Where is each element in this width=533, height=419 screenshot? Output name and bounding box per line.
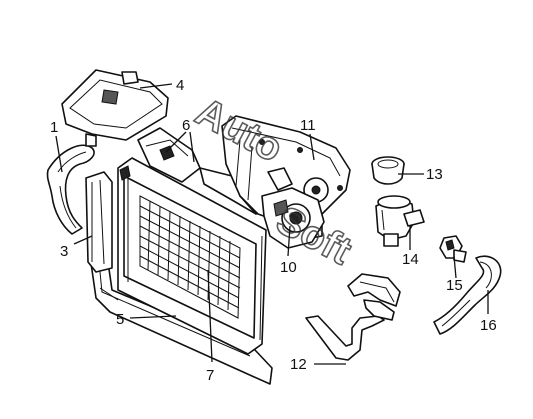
callout-10: 10: [280, 259, 297, 276]
callout-1: 1: [50, 119, 58, 136]
callout-4: 4: [176, 77, 184, 94]
callout-5: 5: [116, 311, 124, 328]
side-bracket-part-3: [85, 171, 113, 273]
callout-14: 14: [402, 251, 419, 268]
leader-7: [207, 269, 213, 363]
outlet-housing-part-14: [375, 195, 425, 247]
leader-15: [453, 255, 457, 279]
callout-3: 3: [60, 243, 68, 260]
leader-3: [73, 235, 93, 245]
callout-16: 16: [480, 317, 497, 334]
leader-10: [287, 225, 291, 257]
callout-13: 13: [426, 166, 443, 183]
water-pump-part-10: [261, 167, 325, 249]
leader-5: [129, 315, 177, 319]
upper-hose-part-1: [46, 144, 95, 235]
callout-labels: 1 3 4 5 6 7 10 11 12 13 14 15 16: [50, 77, 497, 384]
leader-lines: [55, 83, 489, 365]
bleed-screw-part-15: [439, 235, 467, 263]
leader-1: [55, 135, 63, 173]
pipe-assembly-part-12: [305, 273, 401, 361]
callout-6: 6: [182, 117, 190, 134]
leader-6a: [165, 131, 187, 153]
callout-12: 12: [290, 356, 307, 373]
radiator-part-7: [117, 157, 267, 355]
callout-15: 15: [446, 277, 463, 294]
lower-hose-part-16: [433, 255, 502, 335]
cap-part-13: [371, 156, 405, 185]
leader-4: [139, 83, 173, 89]
callout-7: 7: [206, 367, 214, 384]
leader-11: [309, 133, 315, 161]
leader-6b: [189, 131, 195, 163]
callout-11: 11: [300, 117, 316, 134]
